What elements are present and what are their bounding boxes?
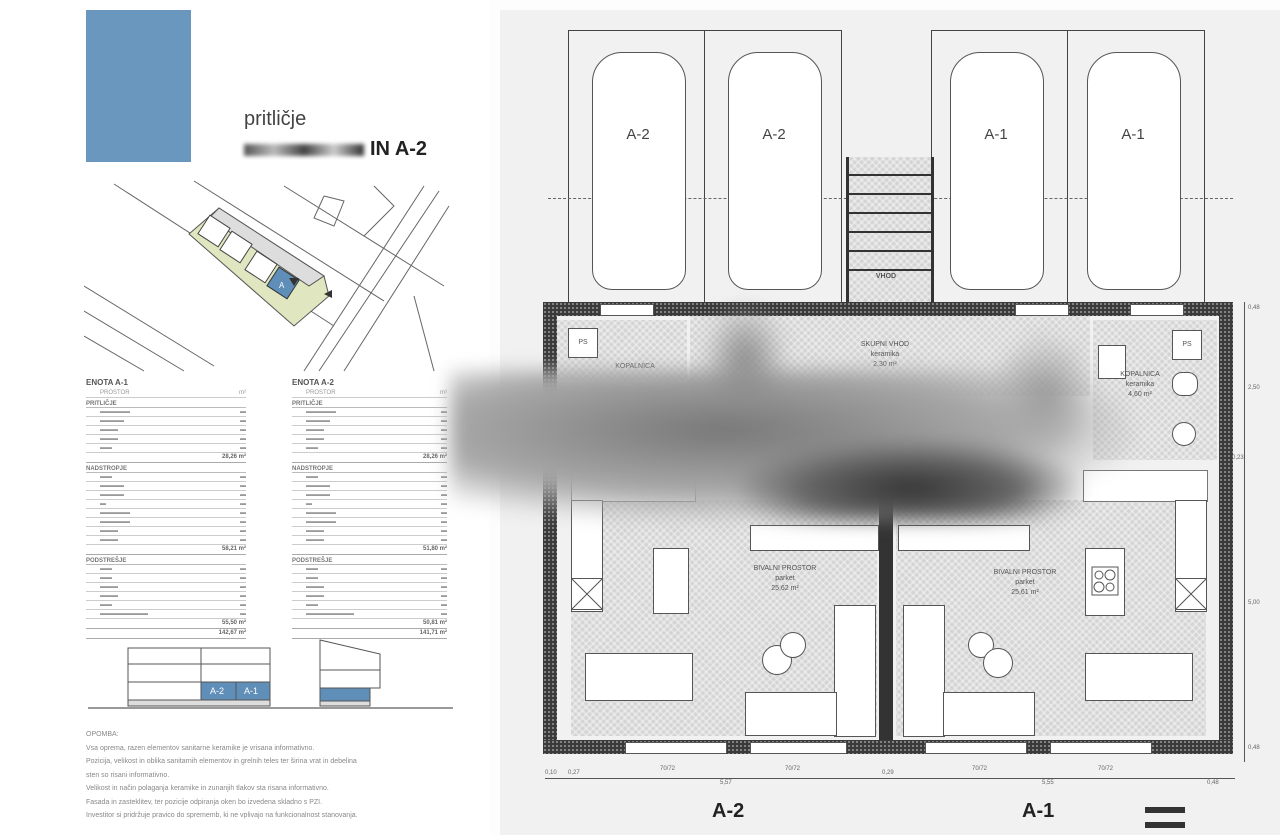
shower-drain-icon bbox=[1172, 422, 1196, 446]
svg-text:A-1: A-1 bbox=[244, 686, 258, 696]
svg-text:A: A bbox=[279, 281, 285, 290]
sofa-right bbox=[943, 692, 1035, 736]
parking-label: A-1 bbox=[1121, 126, 1145, 143]
unit-label-a1: A-1 bbox=[1022, 800, 1055, 822]
car-icon bbox=[592, 52, 686, 290]
fridge-icon bbox=[571, 578, 603, 610]
coffee-table bbox=[983, 648, 1013, 678]
wardrobe bbox=[898, 525, 1030, 551]
parking-label: A-1 bbox=[984, 126, 1008, 143]
dining-table-left bbox=[585, 653, 693, 701]
ps-shaft: PS bbox=[1172, 330, 1202, 360]
toilet-icon bbox=[1172, 372, 1198, 396]
dining-table-right bbox=[1085, 653, 1193, 701]
bathroom-right-label: KOPALNICA keramika 4,60 m² bbox=[1120, 371, 1160, 398]
unit-title: IN A-2 bbox=[244, 138, 427, 161]
shared-entry-label: SKUPNI VHOD keramika 2,30 m² bbox=[860, 341, 910, 368]
parking-label: A-2 bbox=[626, 126, 650, 143]
living-left-label: BIVALNI PROSTOR parket 25,62 m² bbox=[753, 565, 817, 592]
car-icon bbox=[728, 52, 822, 290]
notes: OPOMBA: Vsa oprema, razen elementov sani… bbox=[86, 728, 466, 823]
car-icon bbox=[1087, 52, 1181, 290]
hob-island-right bbox=[1085, 548, 1125, 616]
redacted-text bbox=[244, 143, 364, 156]
living-right-label: BIVALNI PROSTOR parket 25,61 m² bbox=[993, 569, 1057, 596]
table-title: ENOTA A-1 bbox=[86, 378, 128, 387]
menu-icon bbox=[1145, 807, 1185, 813]
fridge-icon bbox=[1175, 578, 1207, 610]
unit-title-text: IN A-2 bbox=[370, 138, 428, 160]
coffee-table bbox=[968, 632, 994, 658]
ps-shaft: PS bbox=[568, 328, 598, 358]
sofa-left bbox=[834, 605, 876, 737]
entrance-label: VHOD bbox=[875, 273, 897, 280]
elevation-diagram: A-2 A-1 bbox=[88, 639, 453, 709]
sofa-right bbox=[903, 605, 945, 737]
entrance-steps bbox=[846, 157, 934, 303]
svg-text:A-2: A-2 bbox=[210, 686, 224, 696]
parking-label: A-2 bbox=[762, 126, 786, 143]
wardrobe bbox=[750, 525, 879, 551]
wall-right bbox=[1219, 302, 1233, 754]
floor-label: pritličje bbox=[244, 108, 307, 130]
notes-title: OPOMBA: bbox=[86, 731, 119, 738]
hob-island-left bbox=[653, 548, 689, 614]
unit-label-a2: A-2 bbox=[712, 800, 745, 822]
dimension-line-vertical bbox=[1244, 302, 1245, 762]
coffee-table bbox=[780, 632, 806, 658]
site-plan: A bbox=[84, 180, 450, 372]
bathroom-left-label: KOPALNICA bbox=[615, 363, 655, 370]
sofa-left bbox=[745, 692, 837, 736]
dimension-line bbox=[545, 778, 1235, 779]
table-title: ENOTA A-2 bbox=[292, 378, 334, 387]
logo-block bbox=[86, 10, 191, 162]
car-icon bbox=[950, 52, 1044, 290]
